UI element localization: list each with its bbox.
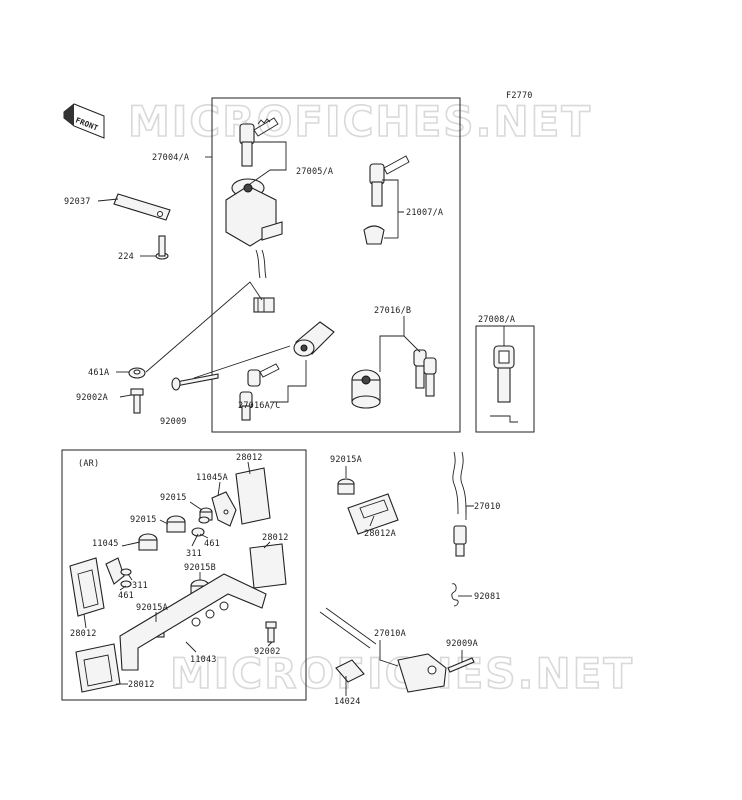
watermark-top: MICROFICHES.NET: [128, 97, 592, 146]
clamp-14024: [335, 659, 365, 683]
switch-27010a: [319, 607, 447, 693]
bolt-92002: [265, 621, 277, 643]
label-92015a-inner: 92015A: [136, 603, 168, 613]
collar-92015-lower: [166, 515, 186, 533]
label-224: 224: [118, 252, 134, 262]
label-27005a: 27005/A: [296, 167, 333, 177]
screw-224: [155, 235, 169, 260]
label-27016ac: 27016A/C: [238, 401, 281, 411]
label-92002a: 92002A: [76, 393, 108, 403]
seat-lock-27016ac: [239, 321, 335, 421]
spring-92081: [451, 583, 459, 607]
bracket-92037: [113, 193, 171, 221]
ignition-switch: [225, 178, 283, 313]
label-27010a: 27010A: [374, 629, 406, 639]
switch-27010: [452, 451, 467, 557]
front-arrow-icon: FRONT: [63, 103, 105, 139]
watermark-bottom: MICROFICHES.NET: [170, 649, 634, 698]
label-28012a: 28012A: [364, 529, 396, 539]
ignition-group-frame: [211, 97, 461, 433]
bolt-92002a: [130, 388, 144, 414]
key-27005a: [239, 117, 279, 167]
label-461a: 461A: [88, 368, 109, 378]
bracket-11043: [119, 573, 267, 671]
label-11045a: 11045A: [196, 473, 228, 483]
nut-461a: [128, 367, 146, 379]
bracket-11045: [105, 557, 125, 585]
screw-92009: [171, 373, 219, 391]
label-92015-a: 92015: [160, 493, 187, 503]
collar-92015a-outer: [337, 478, 355, 495]
reflector-28012-left: [69, 557, 105, 617]
key-21007a: [363, 155, 410, 245]
label-92015b: 92015B: [184, 563, 216, 573]
label-92002: 92002: [254, 647, 281, 657]
region-label: (AR): [78, 459, 99, 469]
figure-id: F2770: [506, 91, 533, 101]
label-11043: 11043: [190, 655, 217, 665]
key-blank-frame: [475, 325, 535, 433]
bracket-11045a: [211, 491, 237, 527]
ar-group-frame: [61, 449, 307, 701]
label-92015-b: 92015: [130, 515, 157, 525]
label-28012-mid: 28012: [262, 533, 289, 543]
label-28012-bot: 28012: [128, 680, 155, 690]
label-21007a: 21007/A: [406, 208, 443, 218]
label-92037: 92037: [64, 197, 91, 207]
washer-311-upper: [198, 516, 210, 524]
label-28012-top: 28012: [236, 453, 263, 463]
reflector-28012-mid: [249, 543, 287, 589]
label-28012-left: 28012: [70, 629, 97, 639]
washer-311-lower: [120, 568, 132, 576]
collar-11045: [138, 533, 158, 551]
label-461-b: 461: [118, 591, 134, 601]
label-92015a-outer: 92015A: [330, 455, 362, 465]
label-27016b: 27016/B: [374, 306, 411, 316]
label-11045: 11045: [92, 539, 119, 549]
label-27010: 27010: [474, 502, 501, 512]
label-92009a: 92009A: [446, 639, 478, 649]
label-311-a: 311: [186, 549, 202, 559]
screw-92009a: [447, 657, 475, 673]
label-92081: 92081: [474, 592, 501, 602]
reflector-28012-bot: [75, 643, 121, 693]
key-blank-27008a: [490, 345, 518, 423]
label-461-a: 461: [204, 539, 220, 549]
leader-lines: [83, 141, 505, 696]
reflector-28012-top: [235, 467, 271, 525]
label-92009: 92009: [160, 417, 187, 427]
helmet-lock-27016b: [351, 349, 437, 409]
label-311-b: 311: [132, 581, 148, 591]
reflector-28012a: [347, 493, 399, 535]
nut-461-lower: [120, 580, 132, 588]
label-14024: 14024: [334, 697, 361, 707]
label-27004a: 27004/A: [152, 153, 189, 163]
label-27008a: 27008/A: [478, 315, 515, 325]
